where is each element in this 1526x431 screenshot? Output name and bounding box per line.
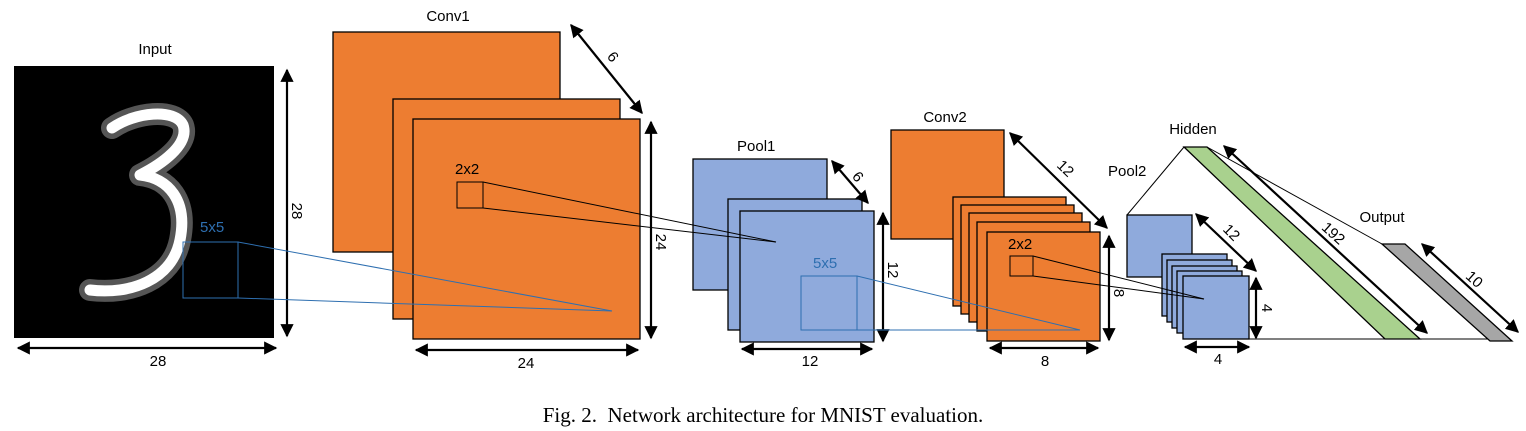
pool2-width-label: 4 xyxy=(1214,351,1222,368)
conv2-height-label: 8 xyxy=(1110,289,1127,297)
pool2-to-hidden-top-line xyxy=(1126,146,1185,216)
figure-caption: Fig. 2. Network architecture for MNIST e… xyxy=(543,403,984,427)
hidden-size-label: 192 xyxy=(1318,219,1348,248)
pool2-map-front xyxy=(1182,275,1250,340)
conv1-pool-box xyxy=(456,181,484,209)
conv2-width-label: 8 xyxy=(1041,353,1049,370)
conv1-depth-label: 6 xyxy=(603,49,621,66)
conv2-depth-arrow xyxy=(1009,132,1108,229)
hidden-title: Hidden xyxy=(1169,121,1217,138)
pool2-map-back xyxy=(1126,214,1193,278)
input-title: Input xyxy=(138,41,172,58)
pool1-kernel-label: 5x5 xyxy=(813,255,837,272)
conv2-map-front xyxy=(986,231,1101,342)
pool2-depth-label: 12 xyxy=(1219,221,1243,245)
input-to-conv1-projection xyxy=(237,241,613,312)
pool2-title: Pool2 xyxy=(1108,163,1146,180)
hidden-size-arrow xyxy=(1223,145,1428,334)
conv2-pool-box xyxy=(1009,255,1034,277)
hidden-to-output-top-line xyxy=(1206,146,1383,245)
pool1-title: Pool1 xyxy=(737,138,775,155)
conv2-title: Conv2 xyxy=(923,109,966,126)
conv2-to-pool2-projection xyxy=(1032,255,1205,300)
pool1-width-label: 12 xyxy=(802,353,819,370)
pool1-to-conv2-projection xyxy=(856,275,1081,331)
output-title: Output xyxy=(1359,209,1405,226)
conv1-pool-label: 2x2 xyxy=(455,161,479,178)
conv2-pool-label: 2x2 xyxy=(1008,236,1032,253)
conv1-depth-arrow xyxy=(570,23,643,115)
conv1-layer: Conv1 2x2 6 24 24 xyxy=(332,8,669,372)
conv1-to-pool1-projection xyxy=(482,181,777,243)
conv2-depth-label: 12 xyxy=(1053,157,1077,181)
pool2-height-label: 4 xyxy=(1258,304,1275,312)
digit-three-glyph xyxy=(79,103,195,302)
output-size-arrow xyxy=(1421,243,1519,333)
pool1-kernel-box xyxy=(800,275,858,331)
input-kernel-box xyxy=(182,241,239,299)
input-height-label: 28 xyxy=(288,203,305,220)
input-kernel-label: 5x5 xyxy=(200,219,224,236)
input-width-label: 28 xyxy=(150,353,167,370)
conv1-map-front xyxy=(412,118,641,340)
pool1-layer: Pool1 5x5 6 12 12 xyxy=(692,138,901,370)
conv2-layer: Conv2 2x2 12 8 8 xyxy=(890,109,1127,370)
conv1-height-label: 24 xyxy=(652,234,669,251)
pool1-height-label: 12 xyxy=(884,262,901,279)
conv1-width-label: 24 xyxy=(518,355,535,372)
input-layer: Input 5x5 28 28 xyxy=(14,41,305,370)
conv1-title: Conv1 xyxy=(426,8,469,25)
output-layer: Output 10 xyxy=(1206,146,1519,342)
output-size-label: 10 xyxy=(1462,268,1486,292)
pool1-depth-arrow xyxy=(831,159,869,205)
